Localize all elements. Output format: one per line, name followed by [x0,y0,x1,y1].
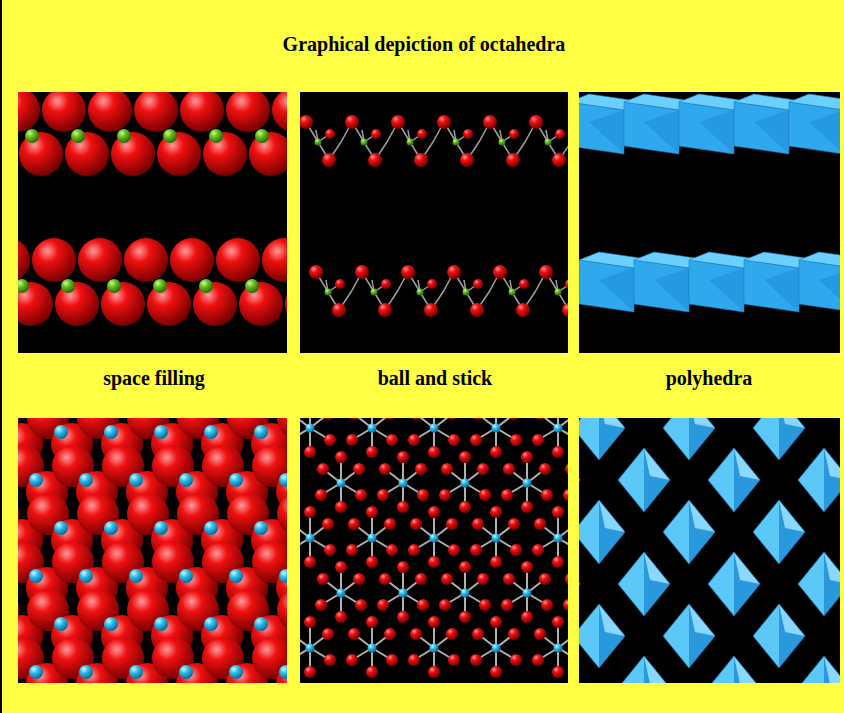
panel-label: space filling [103,366,205,390]
ball-and-stick-chains [300,92,568,353]
polyhedra-chains [579,92,840,353]
diagram-title: Graphical depiction of octahedra [283,32,566,56]
space-filling-chains [18,92,287,353]
ball-and-stick-framework [300,418,568,683]
panel-label: ball and stick [378,366,492,390]
polyhedra-framework [579,418,840,683]
space-filling-framework [18,418,287,683]
panel-label: polyhedra [666,366,753,390]
